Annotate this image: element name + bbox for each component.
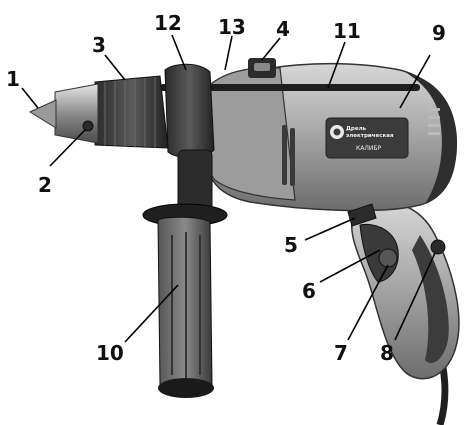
chuck-knurling <box>104 77 156 148</box>
callout-11: 11 <box>333 19 361 43</box>
leader-3 <box>104 54 126 81</box>
lock-on-button <box>430 239 446 255</box>
callout-7: 7 <box>334 341 348 365</box>
leader-13 <box>224 35 233 71</box>
leader-7 <box>347 264 389 341</box>
leader-5 <box>304 217 356 241</box>
leader-6 <box>319 249 381 283</box>
leader-11 <box>327 41 346 89</box>
leader-8 <box>394 252 436 341</box>
leader-lines <box>21 34 436 343</box>
callout-3: 3 <box>92 33 106 57</box>
front-vents <box>282 125 295 186</box>
aux-handle-ribs <box>171 232 201 380</box>
callout-9: 9 <box>432 21 446 45</box>
chuck-jaws <box>28 99 57 129</box>
badge-brand: КАЛИБР <box>356 145 381 152</box>
chuck-key-hole <box>82 120 94 132</box>
mode-switch <box>248 58 276 78</box>
grip-dark-panel <box>412 235 449 364</box>
badge-product-line1: Дрель <box>346 126 367 132</box>
callout-5: 5 <box>284 233 298 257</box>
leader-4 <box>261 37 281 61</box>
badge-product-line2: электрическая <box>346 133 394 139</box>
aux-handle-end-cap <box>158 378 214 398</box>
rear-vents <box>428 108 440 135</box>
callout-10: 10 <box>96 341 124 365</box>
callout-4: 4 <box>276 17 290 41</box>
leader-9 <box>399 54 431 109</box>
callout-1: 1 <box>6 67 20 91</box>
chuck-body <box>94 75 169 149</box>
leader-10 <box>124 284 179 343</box>
trigger-lock-button <box>347 203 377 227</box>
handle-clamp-ring <box>164 63 215 159</box>
chuck-nose <box>54 83 99 144</box>
callout-8: 8 <box>380 341 394 365</box>
depth-gauge-rod <box>160 84 420 91</box>
leader-2 <box>49 129 86 167</box>
callout-12: 12 <box>154 11 182 35</box>
rear-cap <box>405 72 458 204</box>
leader-1 <box>21 87 39 109</box>
speed-dial <box>378 248 398 268</box>
speed-trigger <box>359 223 399 283</box>
callout-13: 13 <box>218 15 246 39</box>
callout-numbers: 1 2 3 4 5 6 7 8 9 10 11 12 13 <box>6 11 446 365</box>
callout-6: 6 <box>302 279 316 303</box>
callout-2: 2 <box>38 173 52 197</box>
brand-badge: Дрель электрическая КАЛИБР <box>325 117 409 159</box>
leader-12 <box>171 34 187 71</box>
